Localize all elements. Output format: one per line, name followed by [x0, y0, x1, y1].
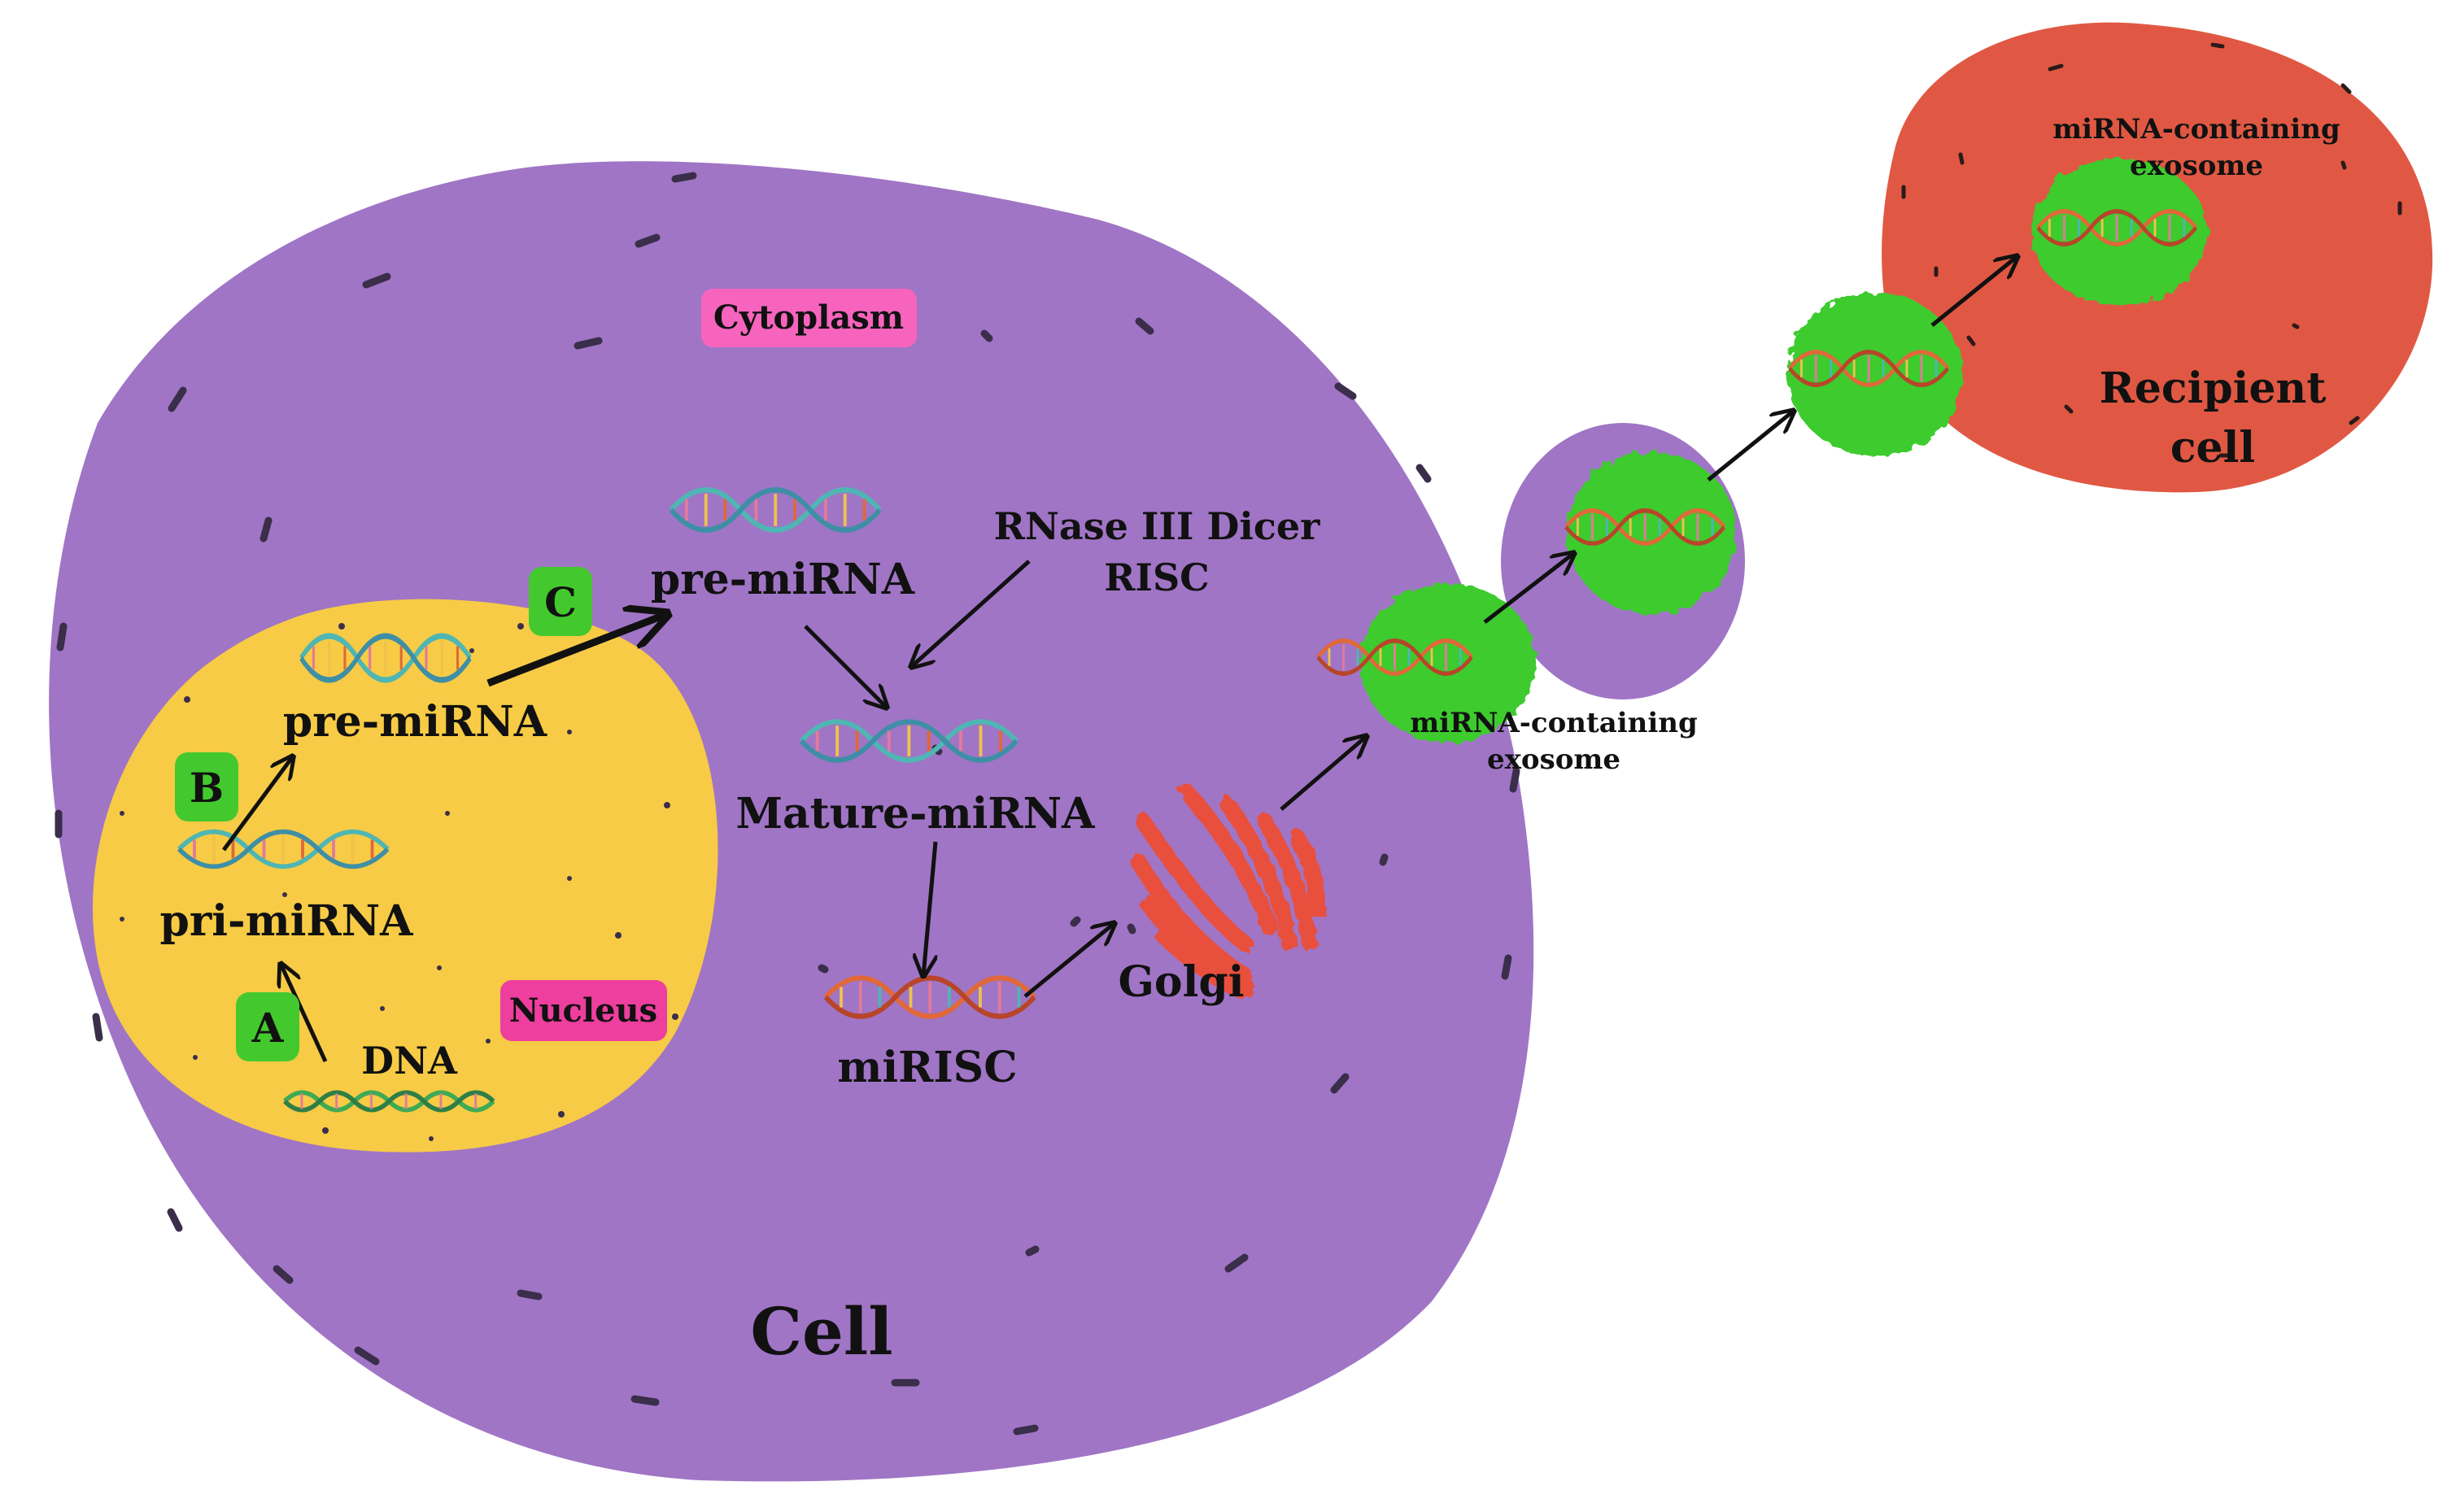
risc-label: RISC [1104, 556, 1210, 599]
exosome-3 [1787, 293, 1963, 455]
exosomes [1360, 159, 2207, 743]
cytoplasm-speckles [55, 172, 1520, 1436]
nucleus-tag: Nucleus [500, 980, 667, 1041]
arrow-exosome-1-2 [1483, 553, 1574, 624]
step-badge-b: B [175, 752, 238, 821]
arrow-mirisc-to-golgi [1023, 923, 1114, 998]
svg-text:C: C [544, 578, 577, 626]
svg-text:A: A [251, 1004, 285, 1052]
arrow-mature-to-mirisc [923, 841, 938, 976]
step-badge-c: C [529, 567, 592, 636]
arrow-dicer [911, 560, 1031, 667]
mature-mirna-label: Mature-miRNA [735, 789, 1095, 839]
golgi-icon [1131, 785, 1326, 1000]
pri-mirna-label: pri-miRNA [160, 896, 414, 946]
recipient-cell-label: Recipient [2100, 364, 2327, 413]
svg-text:Cytoplasm: Cytoplasm [713, 298, 904, 337]
arrow-dna-to-pri [281, 964, 328, 1063]
svg-text:B: B [190, 764, 224, 812]
arrow-pre-to-mature [804, 625, 887, 708]
mirisc-label: miRISC [837, 1043, 1017, 1092]
pre-mirna-nucleus-label: pre-miRNA [283, 697, 547, 747]
exosome-top-label: miRNA-containing [2052, 113, 2340, 146]
arrow-golgi-to-exosome [1280, 736, 1367, 811]
cytoplasm-tag: Cytoplasm [701, 289, 917, 347]
dna-label: DNA [361, 1039, 458, 1083]
exosome-1 [1360, 583, 1536, 743]
exosome-4 [2031, 159, 2207, 305]
svg-text:Nucleus: Nucleus [509, 991, 657, 1030]
arrow-exosome-2-3 [1707, 411, 1794, 481]
cell-label: Cell [750, 1293, 892, 1370]
rnase-dicer-label: RNase III Dicer [994, 504, 1320, 548]
arrow-exosome-3-4 [1930, 256, 2017, 327]
arrow-nucleus-export [486, 614, 667, 687]
exosome-mid-label-2: exosome [1487, 743, 1620, 776]
exosome-mid-label: miRNA-containing [1410, 707, 1698, 739]
arrow-pri-to-pre [221, 756, 293, 852]
recipient-cell-label-2: cell [2170, 423, 2255, 473]
exosome-2 [1566, 451, 1737, 614]
pre-mirna-cytoplasm-label: pre-miRNA [651, 555, 915, 604]
step-badge-a: A [236, 992, 299, 1061]
exosome-top-label-2: exosome [2130, 150, 2263, 182]
pathway-arrows [221, 256, 2017, 1063]
golgi-label: Golgi [1119, 957, 1245, 1007]
nucleus-speckles [120, 623, 678, 1141]
